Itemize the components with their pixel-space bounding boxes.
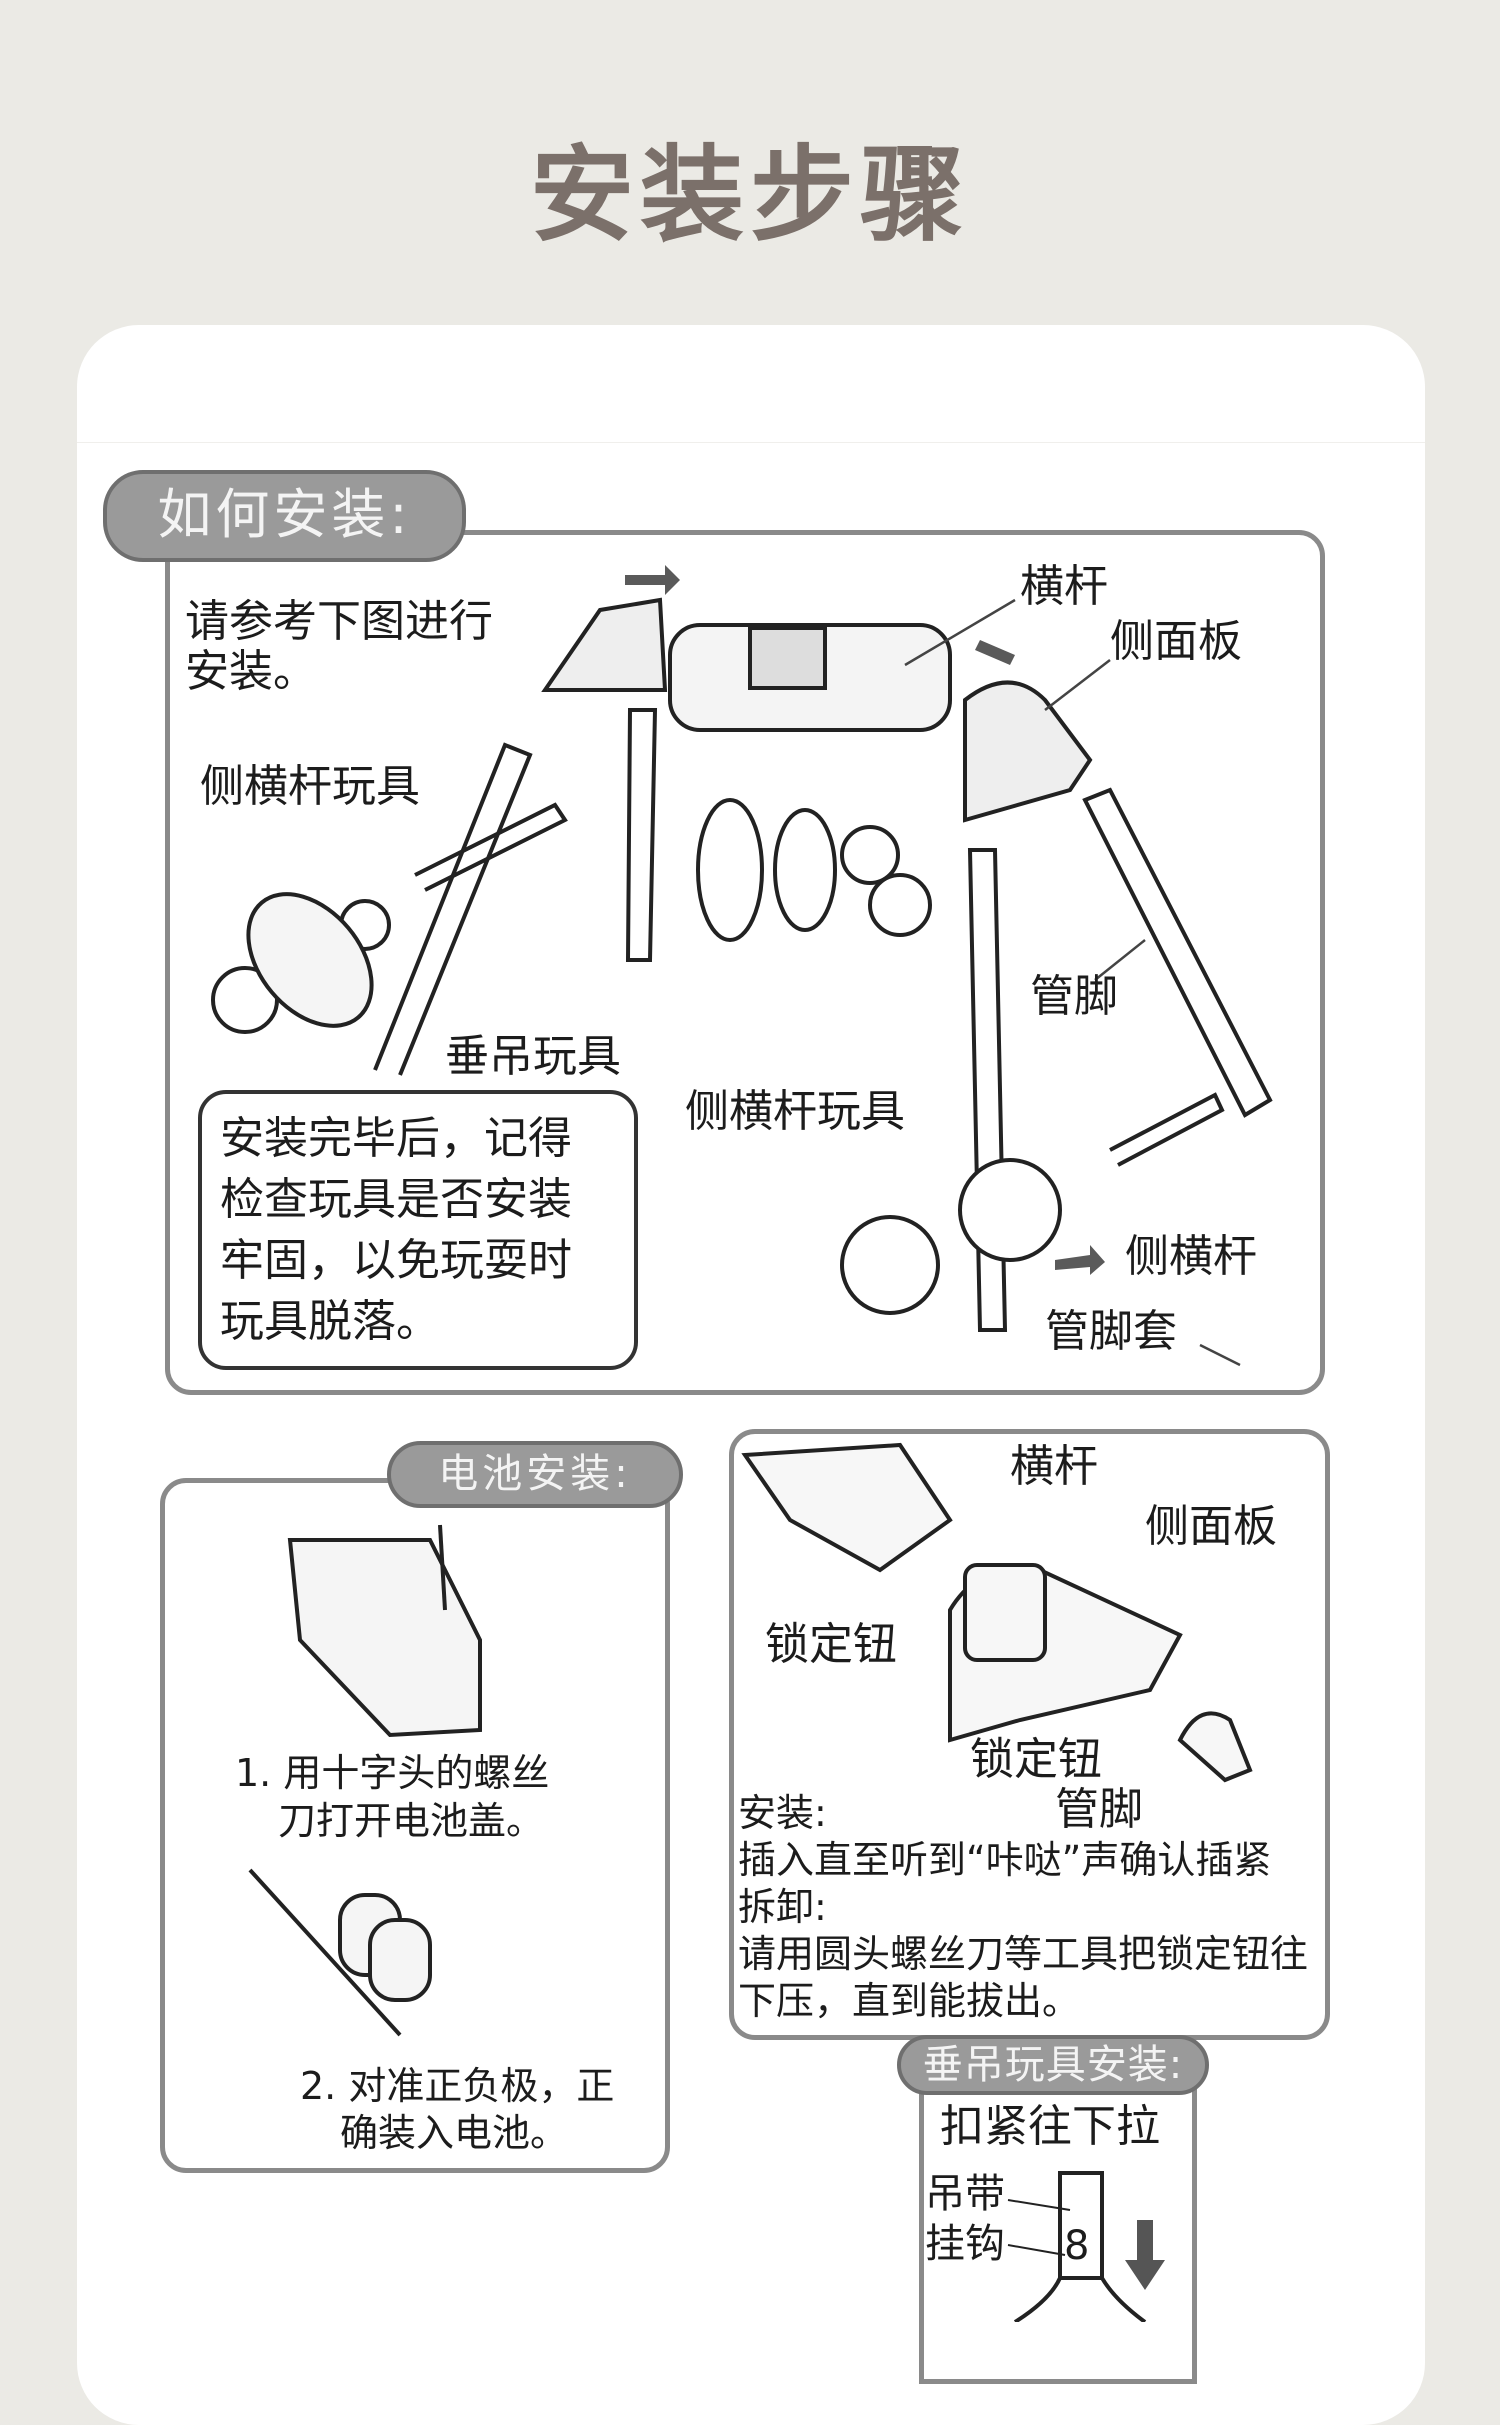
label-side-bar-toy-2: 侧横杆玩具 — [685, 1086, 905, 1137]
note-line: 玩具脱落。 — [220, 1296, 440, 1347]
divider — [77, 442, 1425, 443]
label-side-bar-toy: 侧横杆玩具 — [200, 761, 420, 812]
battery-step2-line2: 确装入电池。 — [340, 2111, 569, 2155]
intro-line-1: 请参考下图进行 — [185, 596, 493, 647]
safety-note: 安装完毕后，记得 检查玩具是否安装 牢固，以免玩耍时 玩具脱落。 — [198, 1090, 638, 1370]
lock-label-crossbar: 横杆 — [1010, 1441, 1098, 1492]
note-line: 检查玩具是否安装 — [220, 1174, 572, 1225]
install-heading: 安装: — [738, 1791, 827, 1835]
label-tube-leg: 管脚 — [1030, 971, 1118, 1022]
remove-text-line1: 请用圆头螺丝刀等工具把锁定钮往 — [738, 1932, 1309, 1976]
note-line: 牢固，以免玩耍时 — [220, 1235, 572, 1286]
battery-step1-line1: 1. 用十字头的螺丝 — [235, 1751, 550, 1795]
remove-text-line2: 下压，直到能拔出。 — [738, 1979, 1081, 2023]
label-hook: 挂钩 — [925, 2221, 1005, 2267]
remove-heading: 拆卸: — [738, 1885, 827, 1929]
lock-label-lock-button: 锁定钮 — [765, 1619, 897, 1670]
hook-glyph: 8 — [1064, 2223, 1090, 2269]
lock-label-side-panel: 侧面板 — [1145, 1501, 1277, 1552]
note-line: 安装完毕后，记得 — [220, 1113, 572, 1164]
lock-label-lock-button-2: 锁定钮 — [970, 1734, 1102, 1785]
assembly-illustration — [211, 565, 1273, 2322]
label-strap: 吊带 — [925, 2171, 1005, 2217]
how-to-badge: 如何安装: — [103, 470, 466, 562]
hanging-instruction: 扣紧往下拉 — [940, 2101, 1160, 2152]
battery-badge: 电池安装: — [387, 1441, 683, 1508]
lock-label-tube-leg: 管脚 — [1055, 1784, 1143, 1835]
label-leg-cap: 管脚套 — [1045, 1306, 1177, 1357]
hanging-badge: 垂吊玩具安装: — [897, 2035, 1209, 2095]
battery-step1-line2: 刀打开电池盖。 — [278, 1799, 545, 1843]
label-hanging-toys: 垂吊玩具 — [445, 1031, 621, 1082]
install-text: 插入直至听到“咔哒”声确认插紧 — [738, 1838, 1272, 1882]
label-side-bar: 侧横杆 — [1125, 1231, 1257, 1282]
page-title: 安装步骤 — [529, 134, 970, 256]
label-side-panel: 侧面板 — [1110, 616, 1242, 667]
battery-step2-line1: 2. 对准正负极，正 — [300, 2064, 615, 2108]
intro-line-2: 安装。 — [185, 646, 317, 697]
label-crossbar: 横杆 — [1020, 561, 1108, 612]
